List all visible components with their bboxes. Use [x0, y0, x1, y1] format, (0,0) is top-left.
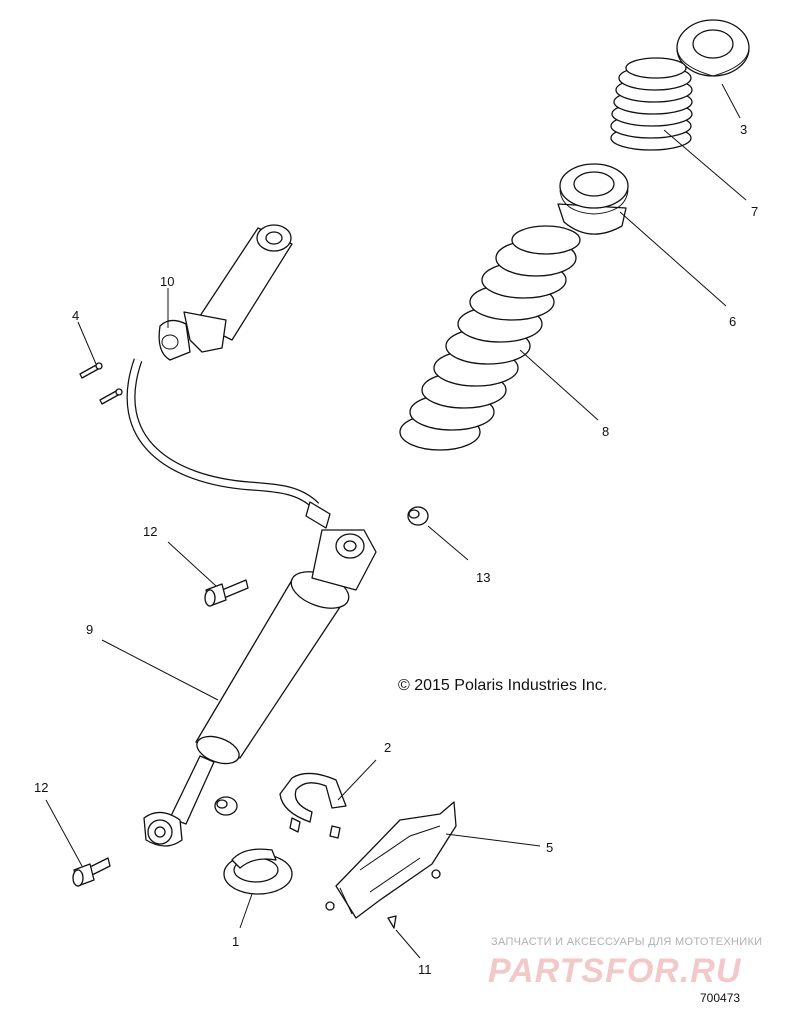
callout-13: 13	[476, 570, 490, 585]
small-bushing-lower	[214, 796, 238, 816]
callout-7: 7	[751, 204, 758, 219]
callout-12-upper: 12	[143, 524, 157, 539]
reservoir-hose	[126, 358, 331, 529]
callout-1: 1	[232, 934, 239, 949]
copyright-text: © 2015 Polaris Industries Inc.	[398, 677, 607, 694]
part-9-shock-absorber	[143, 529, 377, 847]
part-10-reservoir-clamp	[158, 224, 293, 361]
callout-6: 6	[729, 314, 736, 329]
part-8-main-spring	[399, 225, 581, 451]
callout-3: 3	[740, 122, 747, 137]
part-5-guard	[335, 801, 457, 919]
part-13-bushing	[407, 506, 429, 526]
callout-8: 8	[602, 424, 609, 439]
watermark-tagline: ЗАПЧАСТИ И АКСЕССУАРЫ ДЛЯ МОТОТЕХНИКИ	[491, 936, 762, 948]
callout-9: 9	[86, 622, 93, 637]
callout-labels: 1 2 3 4 5 6 7 8 9 10 11 12 12 13	[34, 122, 758, 977]
part-11-fasteners	[325, 869, 441, 929]
part-3-washer	[676, 19, 750, 77]
leader-lines	[45, 83, 747, 959]
callout-11: 11	[418, 962, 432, 977]
callout-12-lower: 12	[34, 780, 48, 795]
part-4-screws	[79, 362, 123, 405]
callout-4: 4	[72, 308, 79, 323]
callout-5: 5	[546, 840, 553, 855]
part-12-bolt-upper	[204, 579, 249, 607]
callout-2: 2	[384, 740, 391, 755]
callout-10: 10	[160, 274, 174, 289]
part-1-spring-seat	[223, 848, 293, 895]
watermark-logo: PARTSFOR.RU	[488, 952, 742, 990]
part-6-spring-adapter	[557, 163, 629, 235]
document-number: 700473	[700, 991, 740, 1005]
part-7-small-spring	[610, 57, 693, 151]
part-2-clip	[279, 772, 347, 839]
part-12-bolt-lower	[72, 857, 111, 887]
